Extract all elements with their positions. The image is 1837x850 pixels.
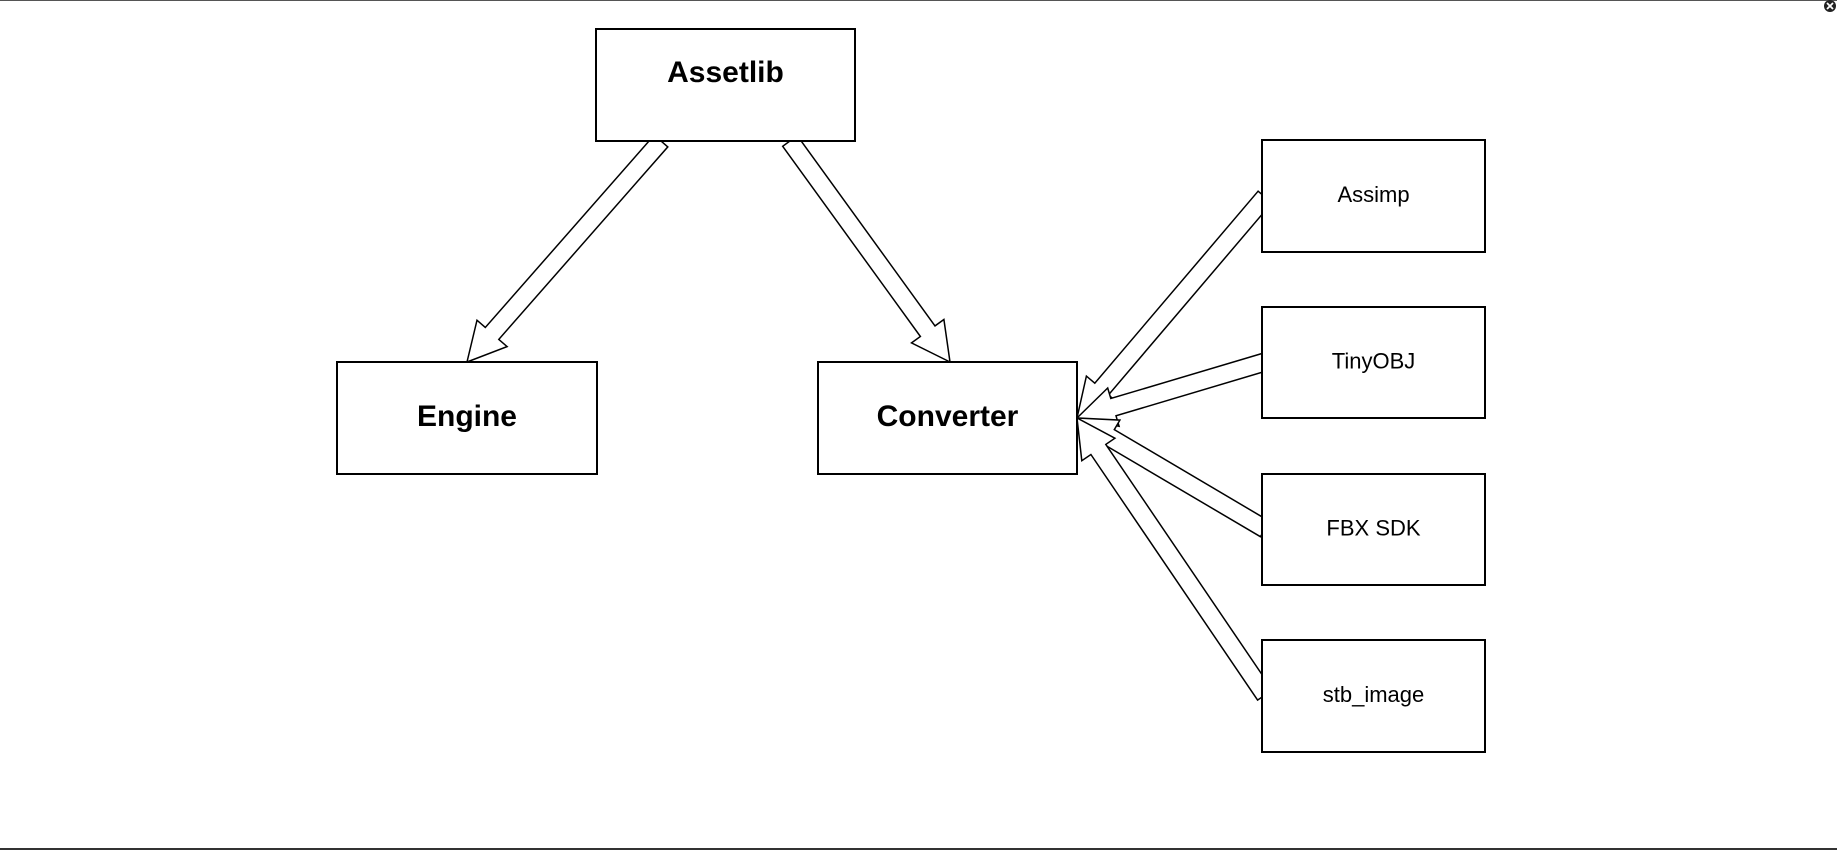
node-label-stb-image: stb_image bbox=[1323, 682, 1425, 707]
node-assetlib: Assetlib bbox=[595, 28, 856, 142]
edges-layer bbox=[465, 134, 1274, 702]
node-assimp: Assimp bbox=[1261, 139, 1486, 253]
node-converter: Converter bbox=[817, 361, 1078, 475]
node-label-assimp: Assimp bbox=[1337, 182, 1409, 207]
node-fbx-sdk: FBX SDK bbox=[1261, 473, 1486, 586]
arrow-assetlib-to-engine bbox=[465, 134, 669, 364]
arrow-assetlib-to-converter bbox=[781, 134, 951, 364]
node-tinyobj: TinyOBJ bbox=[1261, 306, 1486, 419]
node-box-assimp bbox=[1261, 139, 1486, 253]
node-box-converter bbox=[817, 361, 1078, 475]
node-box-engine bbox=[336, 361, 598, 475]
node-engine: Engine bbox=[336, 361, 598, 475]
close-icon[interactable] bbox=[1821, 0, 1837, 16]
node-label-tinyobj: TinyOBJ bbox=[1332, 348, 1416, 373]
node-box-assetlib bbox=[595, 28, 856, 142]
node-box-stb-image bbox=[1261, 639, 1486, 753]
node-label-fbx-sdk: FBX SDK bbox=[1326, 515, 1420, 540]
node-label-engine: Engine bbox=[417, 400, 517, 433]
node-box-fbx-sdk bbox=[1261, 473, 1486, 586]
arrow-tinyobj-to-converter bbox=[1075, 352, 1269, 428]
node-stb-image: stb_image bbox=[1261, 639, 1486, 753]
arrow-stb-image-to-converter bbox=[1076, 416, 1274, 702]
node-label-assetlib: Assetlib bbox=[667, 56, 784, 89]
node-box-tinyobj bbox=[1261, 306, 1486, 419]
node-label-converter: Converter bbox=[877, 400, 1019, 433]
